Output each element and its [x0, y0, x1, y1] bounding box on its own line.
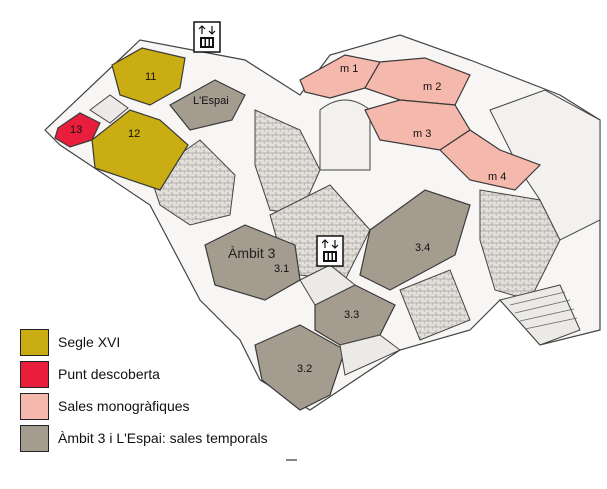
- room-11[interactable]: [111, 47, 186, 106]
- room-34-label: 3.4: [415, 242, 430, 254]
- room-34[interactable]: [359, 189, 471, 291]
- legend-swatch: [20, 392, 49, 420]
- legend-item: Sales monogràfiques: [20, 390, 268, 422]
- lift-icon: [316, 235, 344, 267]
- room-m1-label: m 1: [340, 63, 358, 75]
- legend: Segle XVI Punt descoberta Sales monogràf…: [20, 326, 268, 454]
- legend-label: Segle XVI: [58, 334, 121, 350]
- room-33-label: 3.3: [344, 309, 359, 321]
- corridor: [299, 264, 356, 306]
- room-12-label: 12: [128, 128, 140, 140]
- lift-icon: [193, 21, 221, 53]
- room-espai-label: L'Espai: [193, 95, 229, 107]
- room-12[interactable]: [91, 109, 189, 191]
- masonry-lower: [399, 269, 471, 341]
- legend-label: Punt descoberta: [58, 366, 160, 382]
- room-11-label: 11: [145, 71, 156, 83]
- legend-label: Àmbit 3 i L'Espai: sales temporals: [58, 430, 268, 446]
- legend-swatch: [20, 424, 49, 452]
- room-m4-label: m 4: [488, 171, 506, 183]
- stairs-right: [499, 284, 581, 346]
- stair-block: [89, 94, 129, 124]
- legend-swatch: [20, 360, 49, 388]
- legend-label: Sales monogràfiques: [58, 398, 190, 414]
- ambit-3-label: Àmbit 3: [228, 245, 276, 261]
- stair-lines: [509, 291, 578, 330]
- room-32[interactable]: [254, 324, 346, 411]
- legend-item: Segle XVI: [20, 326, 268, 358]
- legend-item: Àmbit 3 i L'Espai: sales temporals: [20, 422, 268, 454]
- legend-swatch: [20, 328, 49, 356]
- room-13-label: 13: [70, 124, 82, 136]
- arch: [319, 99, 371, 171]
- room-m2-label: m 2: [423, 81, 441, 93]
- room-espai[interactable]: [169, 79, 246, 131]
- room-13[interactable]: [54, 112, 101, 148]
- legend-item: Punt descoberta: [20, 358, 268, 390]
- room-m3-label: m 3: [413, 128, 431, 140]
- room-31-label: 3.1: [274, 263, 289, 275]
- corridor: [339, 334, 401, 376]
- room-m4[interactable]: [439, 129, 542, 191]
- room-32-label: 3.2: [297, 363, 312, 375]
